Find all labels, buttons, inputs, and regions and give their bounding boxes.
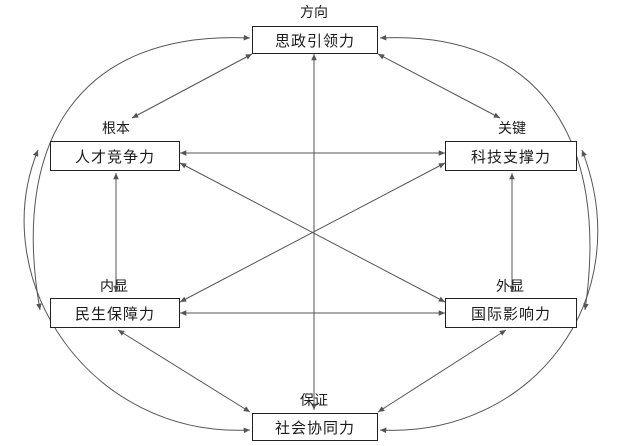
connector-top-leftupper [131,53,253,119]
connector-leftlower-bottom [117,329,251,413]
arc-bottom-right [379,149,599,434]
connector-top-rightupper [377,53,501,119]
arc-top-left [32,34,251,311]
arc-top-right [379,34,591,311]
label-direction: 方向 [300,5,328,21]
node-livelihood-security: 民生保障力 [50,298,180,328]
label-inner-display: 内显 [100,279,128,295]
label-foundation: 根本 [102,121,130,137]
arc-bottom-left [23,149,251,434]
connector-rightlower-bottom [377,329,507,413]
node-social-synergy: 社会协同力 [252,413,378,441]
label-key: 关键 [498,121,526,137]
node-talent-competitiveness: 人才竞争力 [50,141,180,171]
node-international-influence: 国际影响力 [445,298,577,328]
label-outer-display: 外显 [496,279,524,295]
node-tech-support: 科技支撑力 [445,141,577,171]
node-ideological-leadership: 思政引领力 [252,26,378,54]
label-guarantee: 保证 [300,393,328,409]
